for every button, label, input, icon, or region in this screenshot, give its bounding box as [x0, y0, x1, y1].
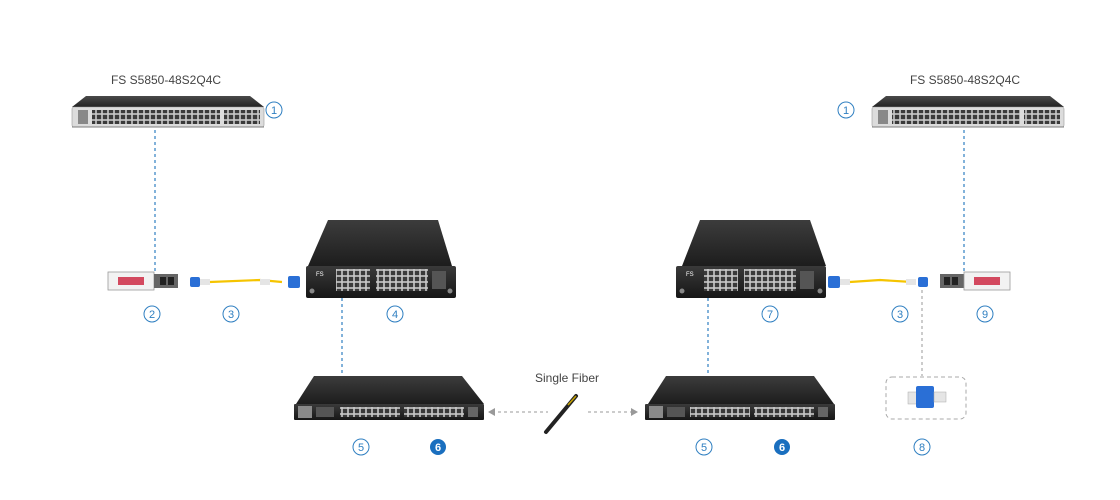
callout-1-left-number: 1	[271, 105, 277, 117]
callout-3-right-number: 3	[897, 309, 903, 321]
callout-5-left-number: 5	[358, 442, 364, 454]
callout-6-left: 6	[430, 439, 446, 455]
callout-8-number: 8	[919, 442, 925, 454]
callout-2-number: 2	[149, 309, 155, 321]
mux-left: FS	[306, 220, 456, 298]
callout-1-right: 1	[837, 101, 855, 119]
mux-right: FS	[676, 220, 826, 298]
callout-6-right: 6	[774, 439, 790, 455]
callout-3-left: 3	[222, 305, 240, 323]
callout-7: 7	[761, 305, 779, 323]
single-fiber: Single Fiber	[488, 371, 638, 434]
callout-4: 4	[386, 305, 404, 323]
transceiver-left	[107, 271, 178, 291]
callout-8: 8	[913, 438, 931, 456]
callout-6-right-number: 6	[779, 442, 785, 454]
callout-9: 9	[976, 305, 994, 323]
switch-right-title: FS S5850-48S2Q4C	[910, 73, 1020, 87]
transceiver-right	[940, 271, 1011, 291]
single-fiber-label: Single Fiber	[535, 371, 599, 385]
patch-cable-left	[190, 276, 300, 288]
attenuator	[885, 376, 967, 420]
otn-left	[294, 376, 484, 420]
callout-5-left: 5	[352, 438, 370, 456]
switch-left: FS S5850-48S2Q4C	[71, 73, 265, 128]
switch-right: FS S5850-48S2Q4C	[871, 73, 1065, 128]
callout-5-right-number: 5	[701, 442, 707, 454]
callout-7-number: 7	[767, 309, 773, 321]
callout-5-right: 5	[695, 438, 713, 456]
callout-9-number: 9	[982, 309, 988, 321]
callout-3-right: 3	[891, 305, 909, 323]
switch-left-title: FS S5850-48S2Q4C	[111, 73, 221, 87]
mux-right-brand: FS	[686, 272, 694, 278]
otn-right	[645, 376, 835, 420]
mux-left-brand: FS	[316, 272, 324, 278]
callout-3-left-number: 3	[228, 309, 234, 321]
callout-2: 2	[143, 305, 161, 323]
patch-cable-right	[828, 276, 928, 288]
callout-1-right-number: 1	[843, 105, 849, 117]
callout-4-number: 4	[392, 309, 398, 321]
callout-1-left: 1	[265, 101, 283, 119]
callout-6-left-number: 6	[435, 442, 441, 454]
